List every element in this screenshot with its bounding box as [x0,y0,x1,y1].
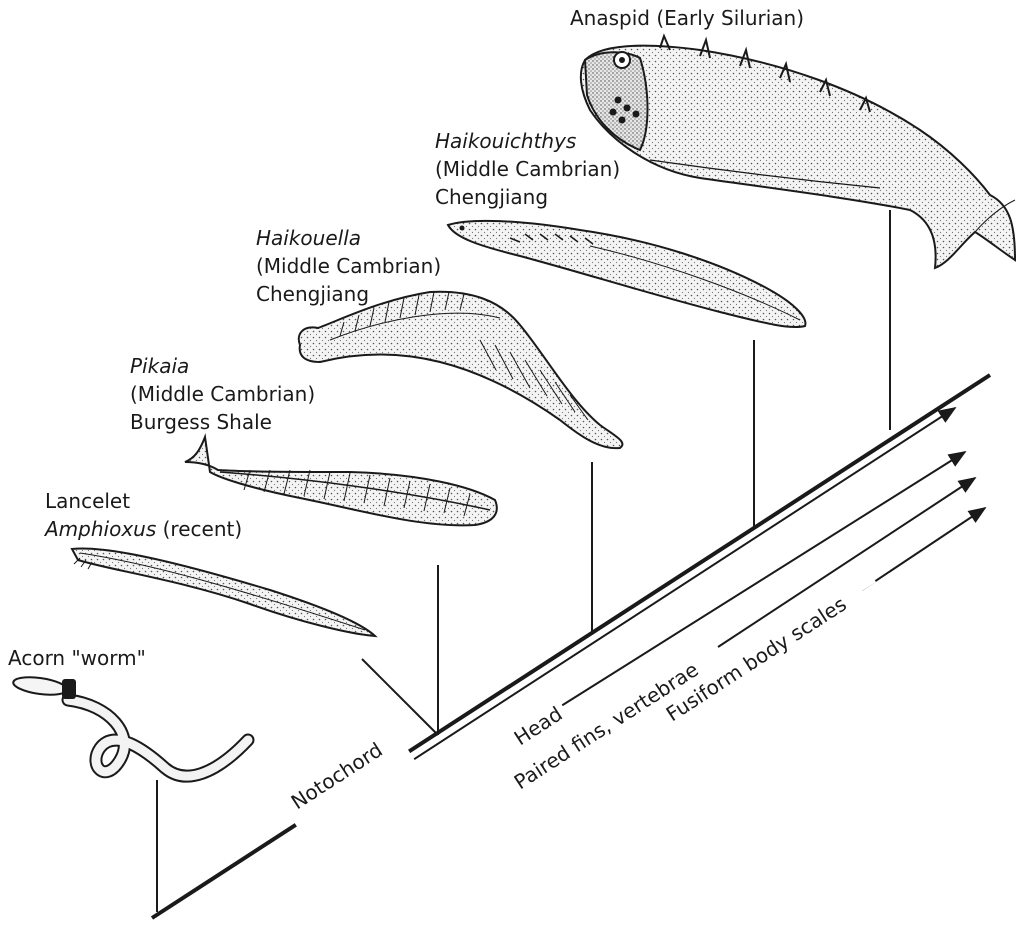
label-haikouella-site: Chengjiang [256,282,369,306]
label-pikaia-site: Burgess Shale [130,410,272,434]
label-lancelet-species: Amphioxus (recent) [43,517,242,541]
acorn-worm-illustration [12,674,248,776]
label-lancelet-genus: Amphioxus [43,517,156,541]
pikaia-illustration [185,437,497,525]
label-pikaia-age: (Middle Cambrian) [130,382,315,406]
arrow-paired-fins [718,478,975,647]
label-haikouichthys-site: Chengjiang [435,185,548,209]
label-pikaia-genus: Pikaia [130,354,189,378]
label-acorn-worm: Acorn "worm" [8,646,146,670]
label-haikouichthys-genus: Haikouichthys [435,129,576,153]
lancelet-illustration [72,549,375,636]
haikouella-illustration [299,292,623,448]
label-haikouella-age: (Middle Cambrian) [256,254,441,278]
label-anaspid: Anaspid (Early Silurian) [570,6,804,30]
label-lancelet-age: (recent) [163,517,243,541]
label-haikouichthys-age: (Middle Cambrian) [435,157,620,181]
branch-lancelet [362,659,438,735]
main-axis [152,375,990,918]
arrow-fusiform [862,508,985,590]
anaspid-illustration [581,36,1015,268]
label-lancelet-name: Lancelet [45,489,130,513]
label-haikouella-genus: Haikouella [256,226,361,250]
